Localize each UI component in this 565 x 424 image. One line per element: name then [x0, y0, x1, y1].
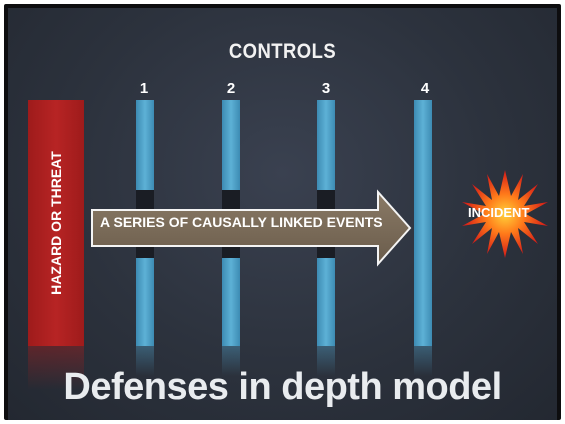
control-number-1: 1 — [139, 80, 149, 97]
incident-starburst — [462, 170, 548, 258]
arrow-label: A SERIES OF CAUSALLY LINKED EVENTS — [100, 214, 383, 230]
barrier-2-reflection — [222, 346, 240, 376]
hazard-block — [28, 100, 84, 346]
barrier-4 — [414, 100, 432, 346]
control-number-4: 4 — [420, 80, 430, 97]
hazard-reflection — [28, 346, 84, 390]
causal-arrow — [91, 189, 412, 267]
hazard-label: HAZARD OR THREAT — [48, 151, 64, 295]
incident-label: INCIDENT — [468, 205, 530, 220]
controls-heading: CONTROLS — [228, 40, 337, 63]
slide-title: Defenses in depth model — [63, 366, 502, 408]
barrier-1-reflection — [136, 346, 154, 376]
control-number-3: 3 — [321, 80, 331, 97]
control-number-2: 2 — [226, 80, 236, 97]
barrier-3-reflection — [317, 346, 335, 376]
barrier-4-reflection — [414, 346, 432, 376]
slide: CONTROLS HAZARD OR THREAT 1 2 3 4 A SERI… — [8, 8, 557, 420]
